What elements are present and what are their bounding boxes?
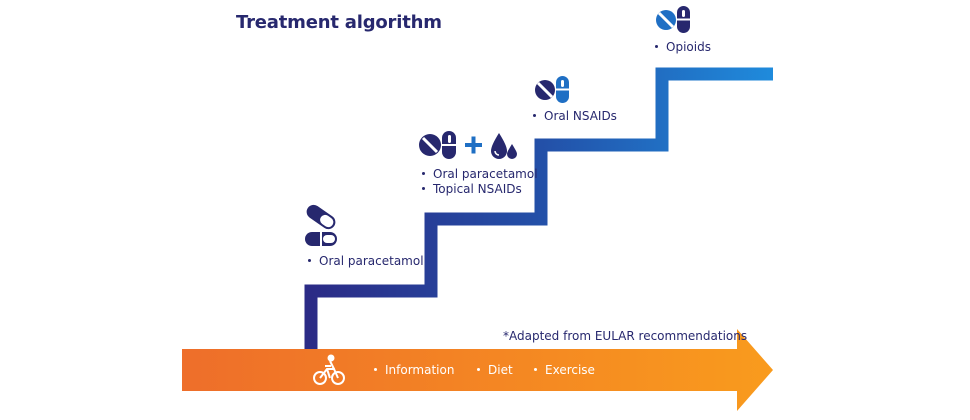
step-1-item-1: Oral paracetamol bbox=[308, 254, 424, 269]
base-item-diet: Diet bbox=[477, 363, 513, 377]
pill-icon bbox=[656, 6, 690, 33]
pill-icon bbox=[419, 131, 456, 159]
pill-icon bbox=[535, 76, 569, 103]
plus-icon bbox=[465, 136, 482, 154]
capsule-icon bbox=[306, 204, 336, 230]
step-4-item-1: Opioids bbox=[655, 40, 711, 55]
step-2-item-1: Oral paracetamol bbox=[422, 167, 538, 182]
source-note: *Adapted from EULAR recommendations bbox=[503, 329, 748, 343]
step-3-item-1: Oral NSAIDs bbox=[533, 109, 617, 124]
capsule-icon bbox=[305, 232, 337, 246]
step-2-item-2: Topical NSAIDs bbox=[422, 182, 522, 197]
bicycle-icon bbox=[313, 354, 345, 385]
base-item-exercise: Exercise bbox=[534, 363, 595, 377]
staircase bbox=[304, 67, 773, 349]
base-item-information: Information bbox=[374, 363, 454, 377]
page-title: Treatment algorithm bbox=[236, 12, 442, 33]
drops-icon bbox=[491, 133, 517, 159]
